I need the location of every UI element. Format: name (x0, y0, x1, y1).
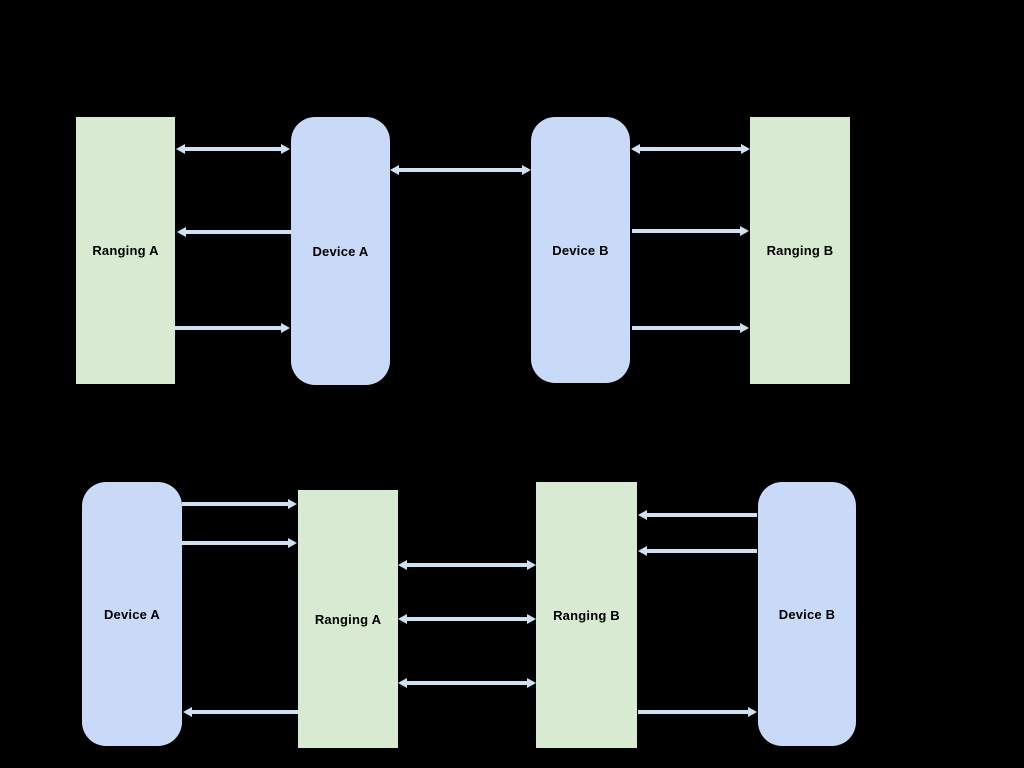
node-device-a-bottom-label: Device A (103, 606, 161, 622)
node-device-b-bottom: Device B (758, 482, 856, 746)
node-ranging-a-bottom-label: Ranging A (314, 611, 382, 627)
node-ranging-b-bottom: Ranging B (536, 482, 637, 748)
arrow-device-b-to-ranging-b-2 (638, 546, 757, 556)
node-device-a-top-label: Device A (312, 243, 369, 259)
arrow-device-a-to-ranging-a-2 (182, 538, 297, 548)
node-ranging-a-top: Ranging A (76, 117, 175, 384)
arrow-device-b-to-ranging-b-low (632, 323, 749, 333)
node-device-a-top: Device A (291, 117, 390, 385)
arrow-ranging-a-to-device-a (173, 323, 290, 333)
node-ranging-b-top-label: Ranging B (766, 243, 834, 258)
arrow-device-b-to-ranging-b-1 (638, 510, 757, 520)
arrow-device-b-ranging-b-bidir (631, 144, 750, 154)
arrow-ranging-a-ranging-b-bidir-1 (398, 560, 536, 570)
node-device-a-bottom: Device A (82, 482, 182, 746)
arrow-device-a-device-b-bidir (390, 165, 531, 175)
arrow-ranging-a-to-device-a (183, 707, 298, 717)
arrow-ranging-b-to-device-b (638, 707, 757, 717)
arrow-device-b-to-ranging-b-mid (632, 226, 749, 236)
arrow-ranging-a-ranging-b-bidir-3 (398, 678, 536, 688)
node-ranging-a-bottom: Ranging A (298, 490, 398, 748)
node-ranging-b-bottom-label: Ranging B (553, 607, 620, 623)
node-device-b-top: Device B (531, 117, 630, 383)
node-device-b-bottom-label: Device B (778, 606, 836, 622)
node-ranging-b-top: Ranging B (750, 117, 850, 384)
arrow-ranging-a-device-a-bidir (176, 144, 290, 154)
node-device-b-top-label: Device B (552, 242, 609, 258)
arrow-device-a-to-ranging-a-1 (182, 499, 297, 509)
arrow-ranging-a-ranging-b-bidir-2 (398, 614, 536, 624)
node-ranging-a-top-label: Ranging A (92, 243, 159, 258)
arrow-device-a-to-ranging-a (177, 227, 292, 237)
